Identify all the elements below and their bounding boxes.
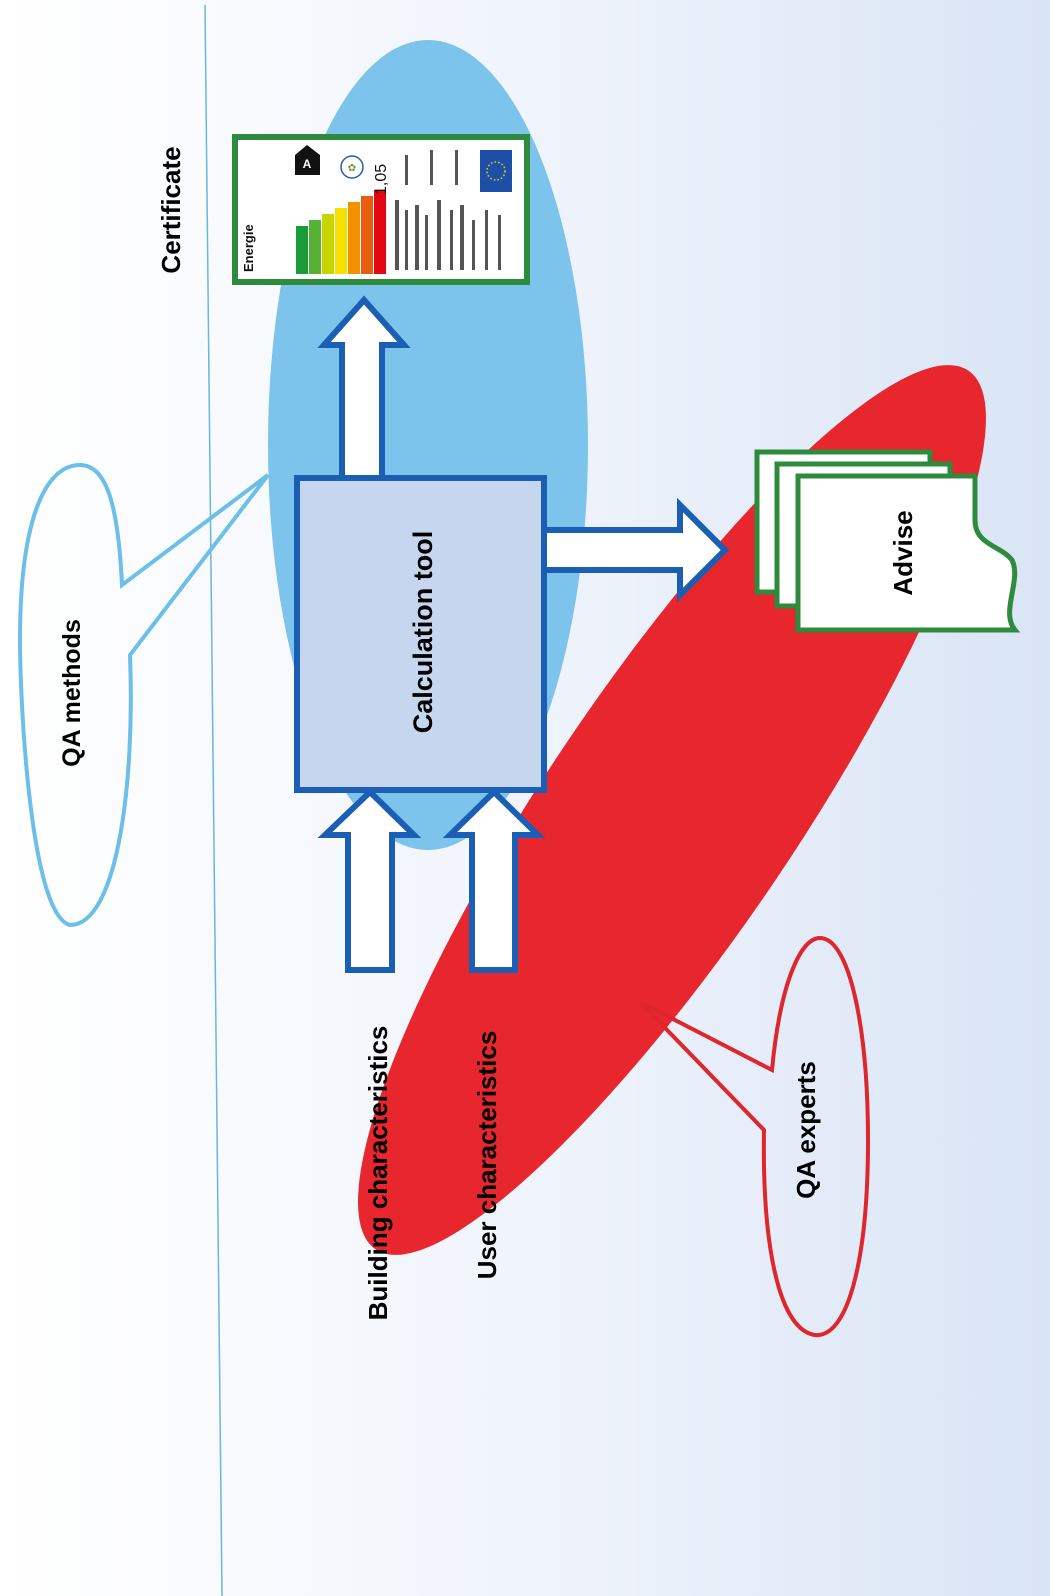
advise-label: Advise: [888, 510, 918, 595]
star-circle-icon: [340, 155, 364, 179]
calculation-tool-box: [294, 475, 547, 793]
calculation-tool-label: Calculation tool: [408, 531, 438, 734]
qa-methods-label: QA methods: [58, 619, 86, 767]
arrow-to-certificate: [317, 295, 411, 481]
advise-documents: [754, 449, 1021, 633]
energy-class: A: [303, 157, 312, 171]
user-characteristics-label: User characteristics: [472, 1031, 502, 1280]
energy-value: 1,05: [373, 164, 390, 195]
divider-line: [204, 4, 223, 1596]
arrow-user-input: [442, 787, 546, 973]
building-characteristics-label: Building characteristics: [363, 1026, 393, 1321]
arrow-building-input: [317, 787, 422, 973]
qa-methods-callout: [17, 462, 270, 928]
energy-heading: Energie: [241, 224, 256, 272]
energy-certificate: A ✿ Energie 1,05: [232, 134, 530, 285]
qa-experts-callout: [638, 935, 871, 1338]
eu-flag-icon: [480, 150, 512, 192]
certificate-label: Certificate: [156, 146, 186, 273]
svg-text:✿: ✿: [348, 163, 356, 174]
arrow-to-advise: [539, 497, 730, 603]
qa-experts-label: QA experts: [791, 1061, 821, 1199]
